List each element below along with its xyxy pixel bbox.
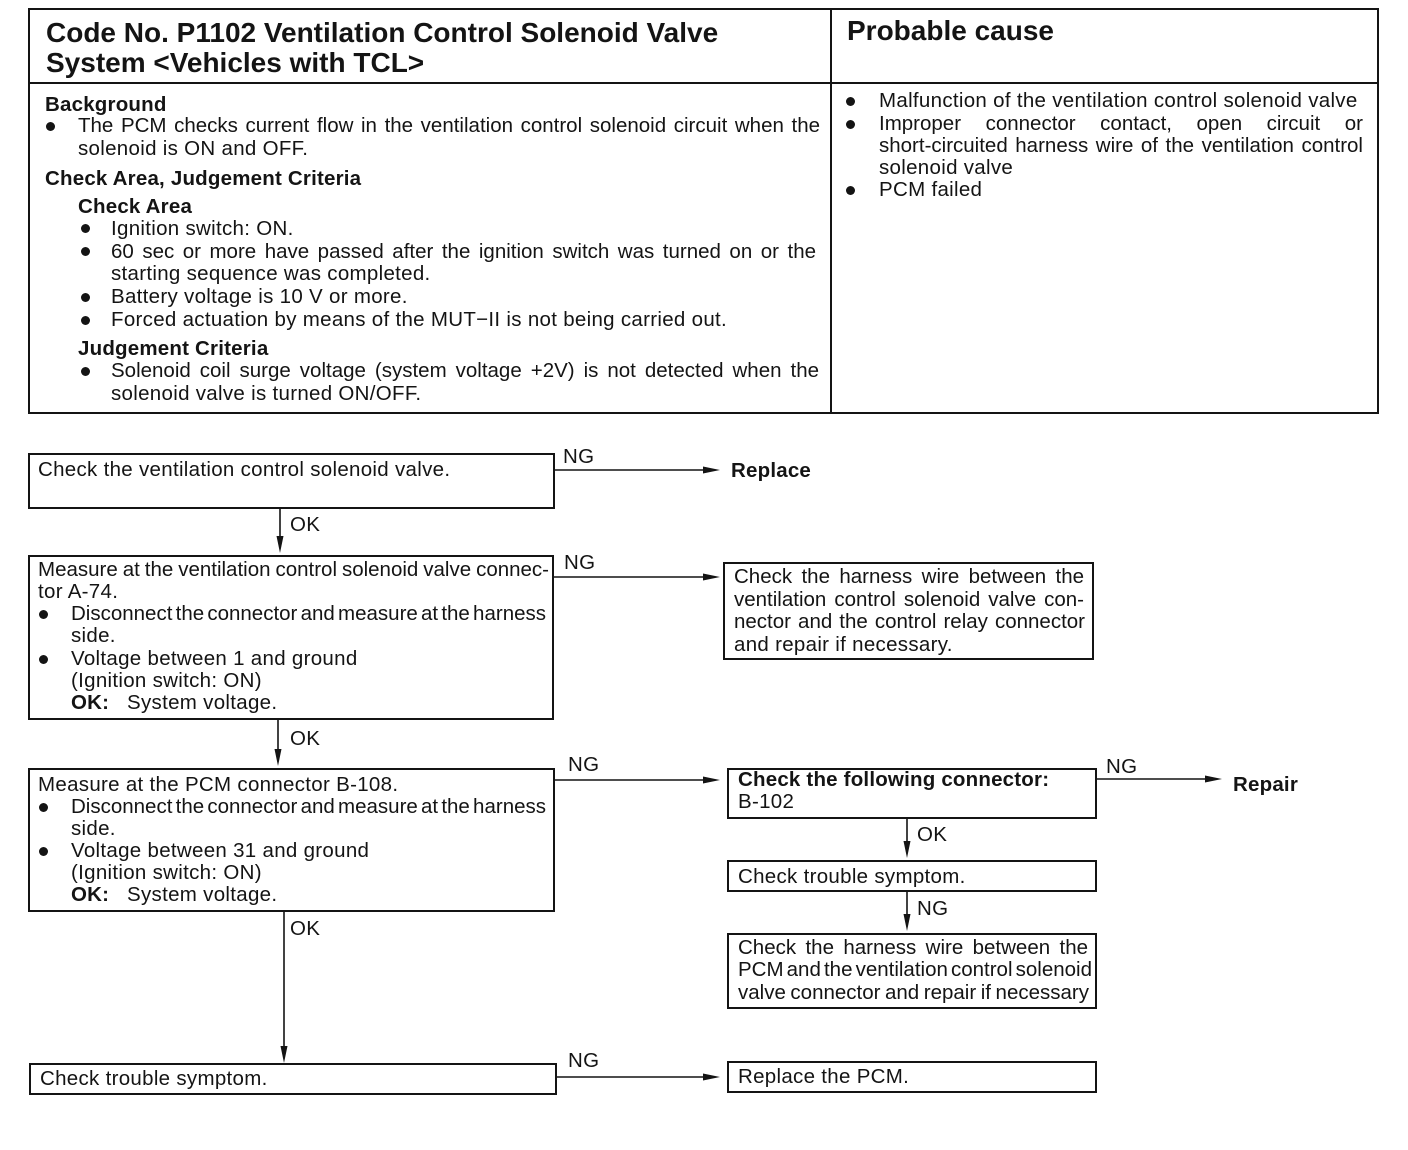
code-title-line: Code No. P1102 Ventilation Control Solen… — [46, 17, 719, 48]
probable-cause-heading: Probable cause — [847, 15, 1054, 46]
step-text: Measure at the PCM connector B-108. — [38, 773, 399, 796]
ng-label: NG — [917, 897, 949, 920]
connector-id: B-102 — [738, 790, 795, 813]
result-text: ventilation control solenoid valve con- — [734, 588, 1084, 611]
bullet-icon — [39, 847, 48, 856]
step-text: Check trouble symptom. — [738, 865, 966, 888]
ng-label: NG — [568, 753, 600, 776]
ok-label: OK — [290, 917, 321, 940]
check-area-item-continued: starting sequence was completed. — [111, 262, 431, 285]
arrow-connector-check-ng — [1097, 775, 1222, 783]
ok-criterion-value: System voltage. — [127, 883, 278, 906]
criteria-section-heading: Check Area, Judgement Criteria — [45, 167, 362, 190]
probable-cause-item-continued: solenoid valve — [879, 156, 1014, 179]
arrow-step1-ng — [555, 466, 720, 474]
result-text: Check the harness wire between the — [734, 565, 1084, 588]
ng-label: NG — [564, 551, 596, 574]
arrow-step2-ng — [554, 573, 720, 581]
step-box-check-symptom — [727, 860, 1097, 892]
background-text-line: The PCM checks current flow in the venti… — [78, 114, 820, 137]
bullet-icon — [39, 803, 48, 812]
result-replace: Replace — [731, 459, 812, 482]
ok-criterion-label: OK: — [71, 883, 110, 906]
step-text: Check trouble symptom. — [40, 1067, 268, 1090]
bullet-icon — [39, 655, 48, 664]
ok-label: OK — [290, 727, 321, 750]
arrow-connector-check-ok — [903, 819, 911, 858]
diagnosis-table-frame — [28, 8, 1379, 414]
result-text: Check the harness wire between the — [738, 936, 1088, 959]
arrow-symptom-check-ng — [903, 892, 911, 931]
step-bullet-text: side. — [71, 817, 116, 840]
check-area-item: Forced actuation by means of the MUT−II … — [111, 308, 728, 331]
ng-label: NG — [563, 445, 595, 468]
ok-criterion-label: OK: — [71, 691, 110, 714]
step-box-check-connector-b102 — [727, 768, 1097, 819]
judgement-criteria-item-continued: solenoid valve is turned ON/OFF. — [111, 382, 422, 405]
probable-cause-item: PCM failed — [879, 178, 983, 201]
step-text: tor A-74. — [38, 580, 119, 603]
ng-label: NG — [568, 1049, 600, 1072]
arrow-step3-ok — [280, 912, 288, 1063]
judgement-criteria-heading: Judgement Criteria — [78, 337, 269, 360]
result-text: PCM and the ventilation control solenoid — [738, 958, 1092, 981]
bullet-icon — [81, 247, 90, 256]
ng-label: NG — [1106, 755, 1138, 778]
check-area-item: 60 sec or more have passed after the ign… — [111, 240, 816, 263]
bullet-icon — [81, 367, 90, 376]
bullet-icon — [46, 122, 55, 131]
code-title: Code No. P1102 Ventilation Control Solen… — [46, 18, 718, 78]
step-bullet-text: (Ignition switch: ON) — [71, 861, 262, 884]
judgement-criteria-item: Solenoid coil surge voltage (system volt… — [111, 359, 819, 382]
step-box-measure-a74 — [28, 555, 554, 720]
bullet-icon — [846, 120, 855, 129]
result-box-replace-pcm — [727, 1061, 1097, 1093]
step-text: Measure at the ventilation control solen… — [38, 558, 549, 581]
result-text: valve connector and repair if necessary — [738, 981, 1089, 1004]
result-box-check-pcm-harness — [727, 933, 1097, 1009]
step-bullet-text: Voltage between 31 and ground — [71, 839, 370, 862]
step-bullet-text: side. — [71, 624, 116, 647]
bullet-icon — [81, 293, 90, 302]
table-header-divider — [28, 82, 1379, 84]
check-area-item: Battery voltage is 10 V or more. — [111, 285, 408, 308]
step-text: Check the ventilation control solenoid v… — [38, 458, 451, 481]
check-area-heading: Check Area — [78, 195, 193, 218]
step-box-check-valve — [28, 453, 555, 509]
background-text-line: solenoid is ON and OFF. — [78, 137, 309, 160]
arrow-step3-ng — [555, 776, 720, 784]
step-bullet-text: Disconnect the connector and measure at … — [71, 602, 546, 625]
connector-check-heading: Check the following connector: — [738, 768, 1050, 791]
bullet-icon — [39, 610, 48, 619]
probable-cause-item: Improper connector contact, open circuit… — [879, 112, 1363, 135]
ok-criterion-value: System voltage. — [127, 691, 278, 714]
table-column-divider — [830, 8, 832, 414]
result-repair: Repair — [1233, 773, 1299, 796]
arrow-step1-ok — [276, 509, 284, 553]
step-box-check-symptom-final — [29, 1063, 557, 1095]
check-area-item: Ignition switch: ON. — [111, 217, 294, 240]
step-box-measure-b108 — [28, 768, 555, 912]
bullet-icon — [846, 97, 855, 106]
bullet-icon — [846, 186, 855, 195]
arrow-step4-ng — [557, 1073, 720, 1081]
step-bullet-text: (Ignition switch: ON) — [71, 669, 262, 692]
ok-label: OK — [917, 823, 948, 846]
result-text: nector and the control relay connector — [734, 610, 1085, 633]
probable-cause-item: Malfunction of the ventilation control s… — [879, 89, 1358, 112]
background-heading: Background — [45, 93, 167, 116]
result-text: and repair if necessary. — [734, 633, 953, 656]
arrow-step2-ok — [274, 720, 282, 766]
step-bullet-text: Disconnect the connector and measure at … — [71, 795, 546, 818]
result-text: Replace the PCM. — [738, 1065, 910, 1088]
code-title-line: System <Vehicles with TCL> — [46, 47, 425, 78]
result-box-check-relay-harness — [723, 562, 1094, 660]
ok-label: OK — [290, 513, 321, 536]
bullet-icon — [81, 224, 90, 233]
probable-cause-item-continued: short-circuited harness wire of the vent… — [879, 134, 1363, 157]
step-bullet-text: Voltage between 1 and ground — [71, 647, 358, 670]
bullet-icon — [81, 316, 90, 325]
